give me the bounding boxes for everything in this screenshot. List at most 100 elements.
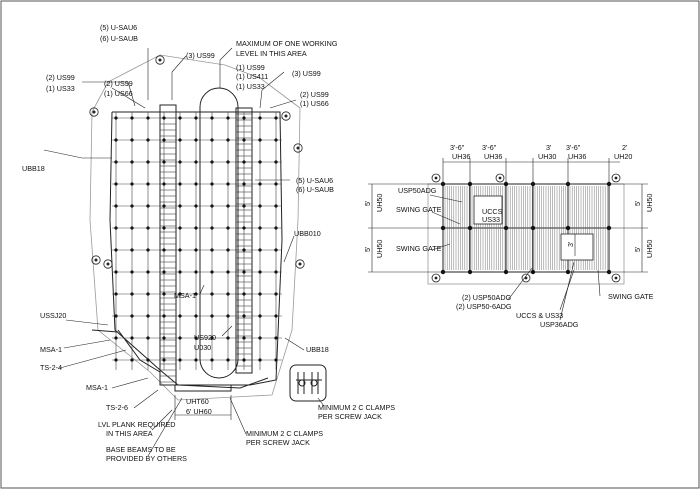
base-plate-marker <box>89 107 99 117</box>
stair-tower-left <box>159 104 177 386</box>
grid-node <box>114 336 118 340</box>
deck-node <box>503 225 509 231</box>
label-usp50adg-2: (2) USP50ADG <box>462 293 512 302</box>
grid-node <box>258 116 262 120</box>
grid-node <box>162 204 166 208</box>
grid-node <box>210 116 214 120</box>
grid-node <box>130 182 134 186</box>
label-uccs-us33: UCCS & US33 <box>516 311 563 320</box>
grid-node <box>274 248 278 252</box>
grid-node <box>258 292 262 296</box>
base-plate-center <box>158 58 162 62</box>
base-plate-marker <box>611 273 621 283</box>
label-us99-center: (1) US99 <box>236 63 265 72</box>
grid-node <box>146 248 150 252</box>
label-uht60: UHT60 <box>186 397 209 406</box>
grid-node <box>258 248 262 252</box>
grid-node <box>130 358 134 362</box>
grid-node <box>114 116 118 120</box>
label-us99-left: (2) US99 <box>46 73 75 82</box>
grid-node <box>146 358 150 362</box>
deck-node <box>467 225 473 231</box>
label-us33-center: (1) US33 <box>236 82 265 91</box>
grid-node <box>242 160 246 164</box>
grid-node <box>242 116 246 120</box>
base-plate-marker <box>91 255 101 265</box>
opening-stair <box>560 233 594 261</box>
label-min-b-1: MINIMUM 2 C CLAMPS <box>318 403 395 412</box>
label-swing-gate-1: SWING GATE <box>396 205 442 214</box>
dim-1: 3'-6" <box>450 143 465 152</box>
grid-node <box>162 160 166 164</box>
grid-node <box>274 182 278 186</box>
grid-node <box>162 226 166 230</box>
left-callouts: (5) U-SAU6 (6) U-SAUB (3) US99 MAXIMUM O… <box>22 23 395 463</box>
grid-node <box>194 292 198 296</box>
grid-node <box>194 226 198 230</box>
grid-node <box>178 358 182 362</box>
grid-node <box>242 336 246 340</box>
grid-node <box>146 226 150 230</box>
label-u-sau6-top: (5) U-SAU6 <box>100 23 137 32</box>
label-msa1-bottom: MSA-1 <box>86 383 108 392</box>
grid-node <box>194 336 198 340</box>
label-us920: US920 <box>194 333 216 342</box>
grid-node <box>226 270 230 274</box>
label-us66-left: (1) US66 <box>104 89 133 98</box>
grid-node <box>274 314 278 318</box>
base-plate-marker <box>431 273 441 283</box>
grid-node <box>114 248 118 252</box>
grid-node <box>226 314 230 318</box>
base-plate-marker <box>431 173 441 183</box>
grid-node <box>114 358 118 362</box>
grid-node <box>210 160 214 164</box>
base-plate-center <box>614 276 618 280</box>
base-plate-center <box>434 176 438 180</box>
grid-node <box>210 248 214 252</box>
deck-node <box>565 225 571 231</box>
grid-node <box>258 358 262 362</box>
grid-node <box>178 270 182 274</box>
grid-node <box>210 204 214 208</box>
grid-node <box>210 182 214 186</box>
grid-node <box>258 138 262 142</box>
grid-node <box>258 314 262 318</box>
grid-node <box>210 358 214 362</box>
label-msa1-left: MSA-1 <box>40 345 62 354</box>
grid-node <box>146 292 150 296</box>
left-scaffold-plan <box>89 54 327 420</box>
grid-node <box>130 336 134 340</box>
grid-node <box>162 182 166 186</box>
grid-node <box>258 336 262 340</box>
label-max-2: LEVEL IN THIS AREA <box>236 49 307 58</box>
label-min-a-1: MINIMUM 2 C CLAMPS <box>246 429 323 438</box>
label-base-1: BASE BEAMS TO BE <box>106 445 176 454</box>
grid-node <box>162 116 166 120</box>
dim-left-2: 5' <box>363 246 372 252</box>
label-uccs: UCCS <box>482 207 503 216</box>
grid-node <box>114 314 118 318</box>
base-plate-center <box>296 146 300 150</box>
grid-node <box>146 336 150 340</box>
screw-jack-detail <box>289 364 327 402</box>
grid-node <box>274 292 278 296</box>
grid-node <box>242 182 246 186</box>
label-ussj20: USSJ20 <box>40 311 66 320</box>
dim-inner: 3' <box>566 241 575 247</box>
grid-node <box>146 204 150 208</box>
grid-node <box>146 116 150 120</box>
deck-node <box>530 225 536 231</box>
deck-node <box>503 269 509 275</box>
grid-node <box>194 182 198 186</box>
grid-node <box>178 182 182 186</box>
dim-left-1-hose: UH50 <box>375 194 384 212</box>
label-us411-center: (1) US411 <box>236 72 268 81</box>
grid-node <box>210 226 214 230</box>
dim-5-hose: UH20 <box>614 152 632 161</box>
grid-node <box>114 226 118 230</box>
grid-node <box>226 138 230 142</box>
grid-node <box>130 248 134 252</box>
label-base-2: PROVIDED BY OTHERS <box>106 454 187 463</box>
